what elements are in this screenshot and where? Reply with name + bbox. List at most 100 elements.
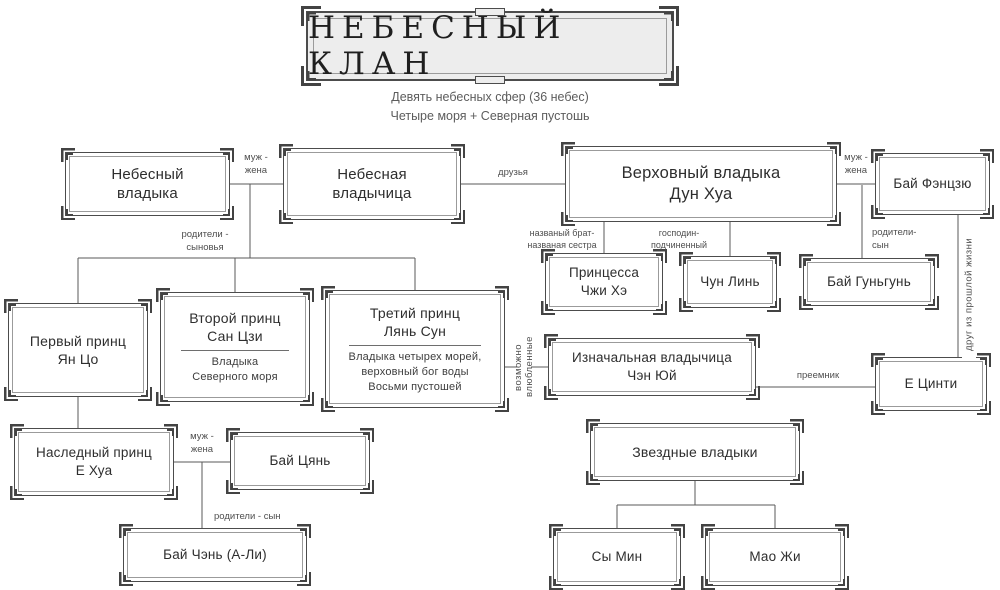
node-ye-qingti: Е Цинти — [871, 353, 991, 415]
node-bai-fengjiu: Бай Фэнцзю — [871, 149, 994, 219]
person-name: Наследный принц — [36, 445, 152, 461]
label-line: жена — [190, 443, 214, 455]
node-text: Третий принц Лянь Сун Владыка четырех мо… — [331, 296, 499, 402]
person-name: Бай Чэнь (А-Ли) — [163, 547, 267, 563]
clan-title-frame: НЕБЕСНЫЙ КЛАН — [301, 6, 679, 86]
node-text: Чун Линь — [689, 262, 771, 302]
node-text: Бай Чэнь (А-Ли) — [129, 534, 301, 576]
node-text: Принцесса Чжи Хэ — [551, 259, 657, 305]
divider-line — [181, 350, 289, 352]
person-name: Изначальная владычица — [572, 350, 732, 366]
person-name: владычица — [332, 185, 412, 202]
person-name: Бай Фэнцзю — [893, 176, 972, 192]
node-chonglin: Чун Линь — [679, 252, 781, 312]
person-name: Чэн Юй — [627, 368, 677, 383]
label-husband-wife-3: муж - жена — [180, 431, 224, 457]
person-title: Северного моря — [192, 371, 278, 384]
node-donghua: Верховный владыка Дун Хуа — [561, 142, 841, 226]
node-mao-ri: Мао Жи — [701, 524, 849, 590]
node-text: Небесный владыка — [71, 158, 224, 210]
label-line: жена — [244, 164, 268, 176]
node-zhihe: Принцесса Чжи Хэ — [541, 249, 667, 315]
person-name: Небесный — [111, 165, 184, 183]
person-name: Второй принц — [189, 309, 281, 326]
node-heavenly-lord: Небесный владыка — [61, 148, 234, 220]
label-husband-wife-2: муж - жена — [834, 152, 878, 178]
node-first-prince: Первый принц Ян Цо — [4, 299, 152, 401]
label-line: родители - — [181, 229, 229, 240]
node-bai-gungun: Бай Гуньгунь — [799, 254, 939, 310]
person-name: Бай Гуньгунь — [827, 274, 911, 290]
node-text: Наследный принц Е Хуа — [20, 434, 168, 490]
page-title: НЕБЕСНЫЙ КЛАН — [308, 10, 568, 82]
label-line: господин- — [658, 228, 700, 238]
node-text: Бай Цянь — [236, 438, 364, 484]
group-name: Звездные владыки — [632, 443, 758, 460]
label-maybe-lovers: возможно влюбленные — [513, 320, 535, 414]
label-husband-wife-1: муж - жена — [234, 152, 278, 178]
label-master-subordinate: господин- подчиненный — [636, 227, 722, 251]
label-parents-son: родители - сын — [214, 511, 281, 522]
frame-bottom-tab — [475, 76, 505, 84]
node-text: Первый принц Ян Цо — [14, 309, 142, 391]
person-title: Восьми пустошей — [368, 380, 462, 393]
node-heavenly-empress: Небесная владычица — [279, 144, 465, 224]
node-chengyu: Изначальная владычица Чэн Юй — [544, 334, 760, 400]
person-name: Небесная — [337, 165, 407, 183]
person-name: владыка — [117, 185, 178, 202]
node-crown-prince: Наследный принц Е Хуа — [10, 424, 178, 500]
label-line: названый брат- — [529, 228, 595, 238]
label-past-life-friend: друг из прошлой жизни — [962, 228, 976, 360]
person-name: Третий принц — [369, 304, 461, 321]
label-parents-sons: родители - сыновья — [168, 229, 242, 255]
node-star-lords: Звездные владыки — [586, 419, 804, 485]
person-name: Верховный владыка — [621, 163, 781, 182]
label-line: родители- — [872, 227, 917, 238]
label-line: сыновья — [186, 241, 224, 253]
person-name: Принцесса — [568, 265, 640, 281]
person-title: Владыка — [211, 356, 259, 369]
person-name: Сы Мин — [591, 549, 643, 565]
subtitle-line: Четыре моря + Северная пустошь — [390, 109, 590, 124]
person-name: Ян Цо — [57, 351, 99, 367]
person-name: Бай Цянь — [269, 453, 331, 469]
person-name: Е Хуа — [75, 463, 113, 478]
divider-line — [349, 344, 481, 346]
node-text: Бай Гуньгунь — [809, 264, 929, 300]
frame-top-tab — [475, 8, 505, 16]
node-text: Звездные владыки — [596, 429, 794, 475]
person-name: Мао Жи — [749, 549, 801, 565]
label-sworn-siblings: названый брат- названая сестра — [512, 227, 612, 251]
label-line: муж - — [844, 152, 868, 163]
label-friends: друзья — [498, 167, 528, 178]
label-parents-son-short: родители- сын — [872, 227, 932, 253]
person-name: Чжи Хэ — [580, 283, 628, 298]
person-name: Е Цинти — [904, 376, 958, 392]
subtitle-line: Девять небесных сфер (36 небес) — [391, 90, 589, 104]
person-name: Сан Цзи — [207, 328, 263, 345]
node-third-prince: Третий принц Лянь Сун Владыка четырех мо… — [321, 286, 509, 412]
person-name: Лянь Сун — [383, 322, 447, 339]
node-text: Мао Жи — [711, 534, 839, 580]
person-title: Владыка четырех морей, — [348, 350, 482, 363]
node-text: Второй принц Сан Цзи Владыка Северного м… — [166, 298, 304, 396]
label-line: названая сестра — [527, 240, 597, 251]
label-line: жена — [844, 164, 868, 176]
person-name: Дун Хуа — [669, 185, 733, 203]
label-line: сын — [872, 239, 889, 251]
person-title: верховный бог воды — [361, 365, 469, 378]
person-name: Первый принц — [29, 332, 127, 349]
person-name: Чун Линь — [700, 274, 760, 290]
node-second-prince: Второй принц Сан Цзи Владыка Северного м… — [156, 288, 314, 406]
node-text: Е Цинти — [881, 363, 981, 405]
node-text: Бай Фэнцзю — [881, 159, 984, 209]
label-line: муж - — [190, 431, 214, 442]
node-si-ming: Сы Мин — [549, 524, 685, 590]
node-text: Верховный владыка Дун Хуа — [571, 152, 831, 216]
label-successor: преемник — [796, 370, 840, 381]
node-text: Небесная владычица — [289, 154, 455, 214]
subtitle: Девять небесных сфер (36 небес) Четыре м… — [240, 88, 740, 127]
label-line: муж - — [244, 152, 268, 163]
node-bai-qian: Бай Цянь — [226, 428, 374, 494]
